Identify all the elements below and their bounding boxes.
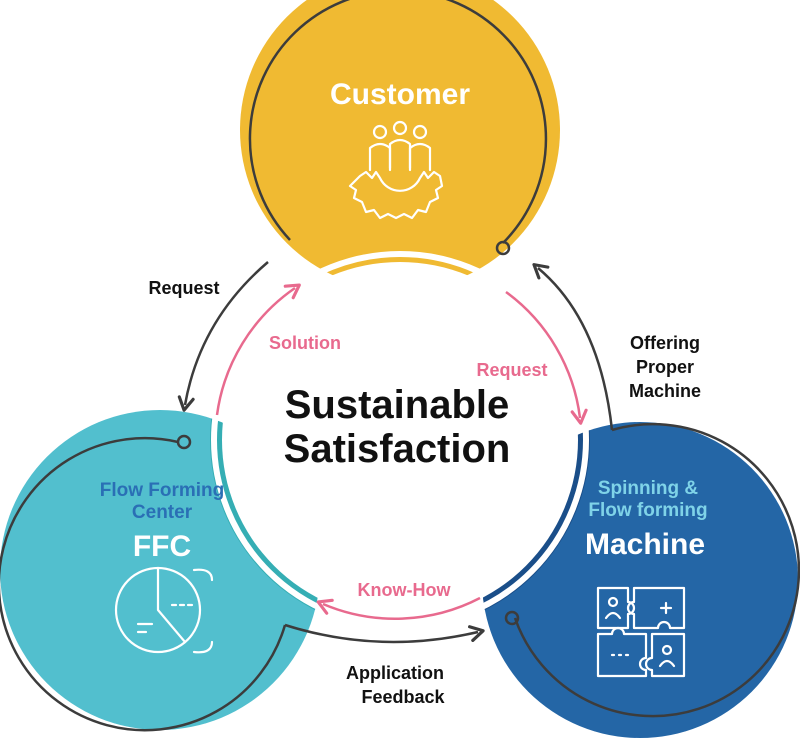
feedback-arrow: [284, 623, 485, 644]
solution-arrow: [215, 283, 301, 416]
ffc-inner-line: [0, 436, 287, 732]
customer-inner-line: [248, 0, 548, 244]
machine-inner-line: [513, 422, 800, 718]
center-title-line1: Sustainable: [285, 383, 510, 427]
offering-label-line1: Offering: [630, 333, 700, 353]
offering-label-line2: Proper: [636, 357, 694, 377]
machine-title: Machine: [585, 528, 705, 561]
customer-circle: [240, 0, 560, 290]
customer-title: Customer: [330, 78, 470, 111]
offering-label-line3: Machine: [629, 381, 701, 401]
request-outer-label: Request: [148, 278, 219, 298]
customer-line-end: [495, 240, 511, 256]
offering-arrow: [532, 263, 614, 431]
ffc-title: FFC: [133, 530, 191, 563]
ffc-line-end: [176, 434, 192, 450]
solution-label: Solution: [269, 333, 341, 353]
machine-subtitle-line2: Flow forming: [588, 500, 707, 521]
puzzle-icon: [596, 586, 686, 678]
request-inner-arrow: [505, 290, 588, 425]
team-on-gear-icon: [348, 120, 444, 220]
feedback-label-line1: Application: [346, 663, 444, 683]
center-ring: [211, 251, 589, 629]
feedback-label-line2: Feedback: [361, 687, 445, 707]
ffc-subtitle-line2: Center: [132, 502, 193, 523]
request-inner-label: Request: [476, 360, 547, 380]
know-how-label: Know-How: [358, 580, 452, 600]
request-outer-arrow: [177, 261, 269, 412]
pie-chart-icon: [114, 566, 214, 654]
know-how-arrow: [316, 596, 481, 620]
center-circle: [222, 262, 578, 618]
machine-line-end: [504, 610, 520, 626]
machine-subtitle-line1: Spinning &: [598, 478, 699, 499]
center-title-line2: Satisfaction: [284, 427, 511, 471]
ffc-subtitle-line1: Flow Forming: [100, 480, 225, 501]
